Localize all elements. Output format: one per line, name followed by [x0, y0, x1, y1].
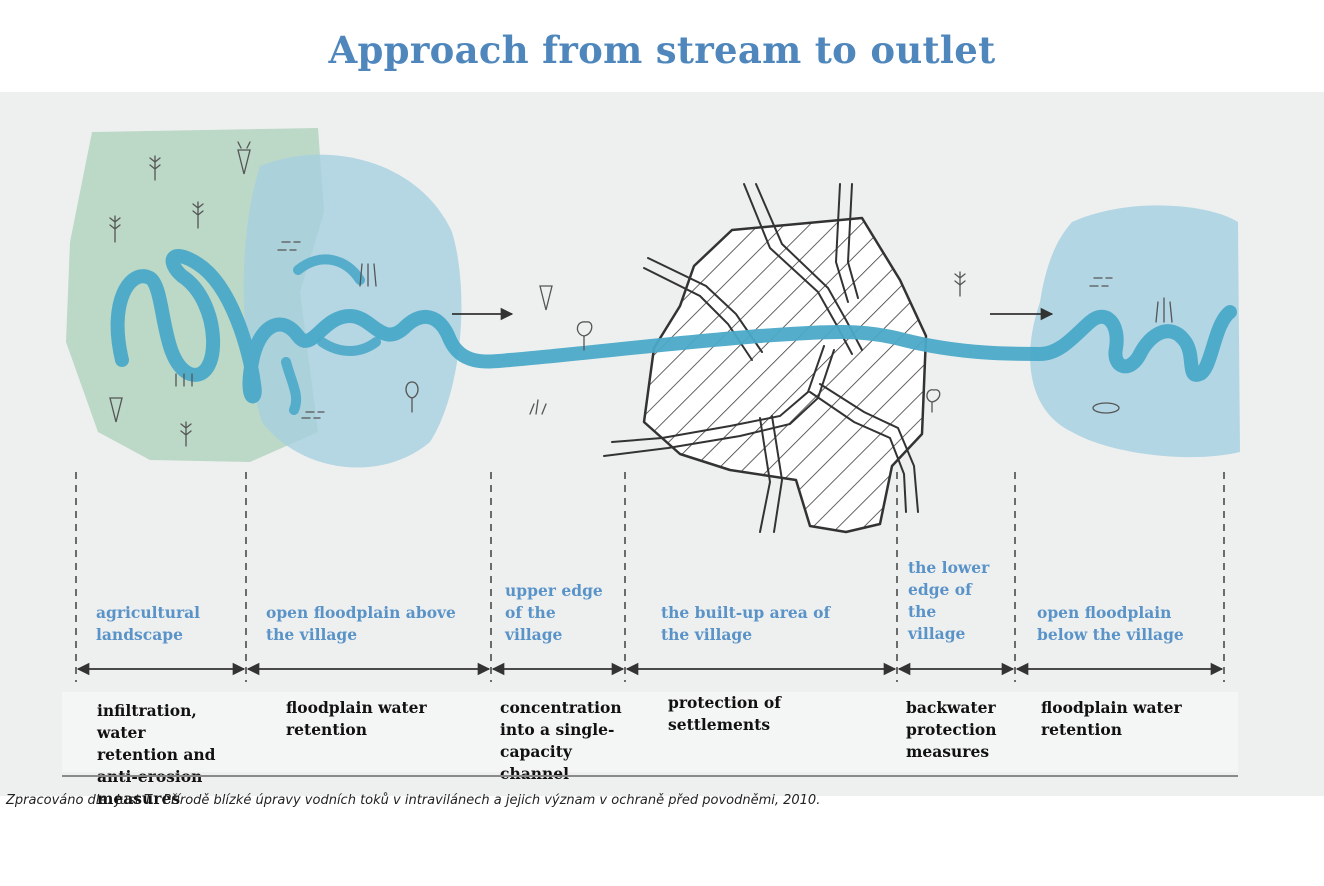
marsh-icon: [277, 241, 301, 251]
grass-icon: [359, 263, 377, 287]
diagram-title: Approach from stream to outlet: [328, 28, 996, 72]
carrot-icon: [539, 285, 553, 311]
zone-label-open-floodplain-above: open floodplain above the village: [266, 603, 456, 644]
measure-open-floodplain-above: floodplain water retention: [286, 698, 427, 739]
zone-label-built-up-area: the built-up area of the village: [661, 603, 831, 644]
wheat-icon: [192, 201, 204, 229]
tree-icon: [576, 321, 593, 351]
rain-arrows-icon: [175, 373, 193, 387]
carrot-icon: [237, 141, 251, 175]
river: [110, 249, 1237, 404]
carrot-icon: [109, 397, 123, 423]
source-citation: Zpracováno dle: Just T.: Přírodě blízké …: [6, 793, 821, 808]
measures-band: [62, 692, 1238, 772]
wheat-icon: [954, 271, 966, 297]
wheat-icon: [149, 155, 161, 181]
measure-built-up-area: protection of settlements: [668, 693, 781, 734]
zone-label-agricultural-landscape: agricultural landscape: [96, 603, 201, 644]
grass-icon: [529, 399, 547, 415]
marsh-icon: [1089, 277, 1113, 287]
wheat-icon: [109, 215, 121, 243]
measure-open-floodplain-below: floodplain water retention: [1041, 698, 1182, 739]
footer-divider: [62, 775, 1238, 777]
river-side-loop: [281, 254, 381, 415]
measure-upper-edge: concentration into a single- capacity ch…: [500, 698, 622, 783]
village-built-up-area: [642, 216, 928, 534]
zone-label-lower-edge: the lower edge of the village: [908, 558, 990, 643]
zone-label-open-floodplain-below: open floodplain below the village: [1037, 603, 1184, 644]
measure-lower-edge: backwater protection measures: [906, 698, 997, 761]
pond-icon: [1092, 402, 1120, 414]
marsh-icon: [301, 411, 325, 419]
tree-icon: [405, 381, 419, 413]
floodplain-below-wash: [1030, 205, 1240, 458]
zone-label-upper-edge: upper edge of the village: [505, 581, 603, 644]
tree-icon: [926, 389, 941, 413]
stream-illustration: [62, 128, 1240, 772]
wheat-icon: [180, 421, 192, 447]
grass-icon: [1155, 297, 1173, 323]
